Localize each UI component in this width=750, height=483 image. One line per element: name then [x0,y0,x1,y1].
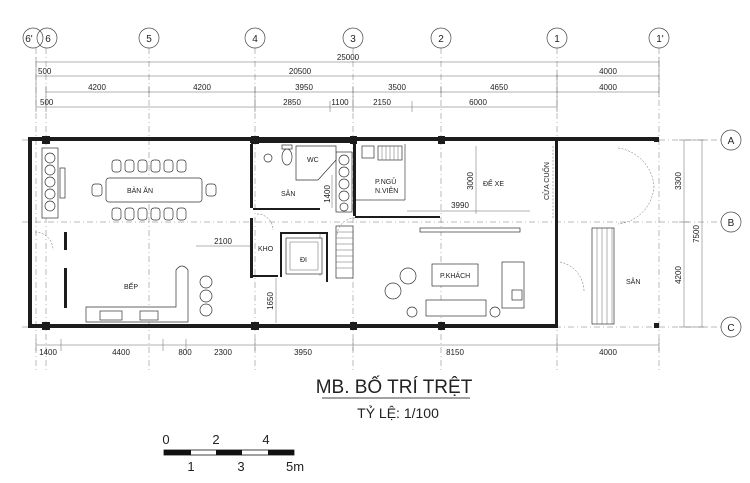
grid-label: 5 [146,34,152,45]
column-grid-bubbles: 6' 6 5 4 3 2 1 1' [22,27,670,49]
room-label-shutter: CỬA CUỐN [541,162,551,200]
dim-label: 1650 [266,292,275,310]
dim-label: 4000 [599,83,617,92]
drawing-scale-label: TỶ LỆ: 1/100 [357,405,439,421]
dim-label: 3300 [674,172,683,190]
dim-label: 4650 [490,83,508,92]
interior-walls [64,141,440,308]
wine-rack-left [41,147,66,219]
grid-label: 1' [656,34,664,45]
scale-tick-label: 1 [187,459,194,474]
grid-label: 6' [25,34,33,45]
row-grid-bubbles: A B C [720,129,742,338]
wine-rack-right [335,151,353,213]
dim-label: 1100 [331,98,349,107]
grid-label: C [727,323,734,334]
dim-label: 8150 [446,348,464,357]
door-swings [34,213,356,251]
wc-fixtures [263,144,337,181]
top-dimensions: 25000 500 20500 4000 4200 4200 3950 3500… [35,53,660,112]
scale-tick-label: 4 [262,432,269,447]
dim-label: 1400 [39,348,57,357]
interior-dimensions: 1400 2100 1850 1650 3000 3990 [196,146,530,323]
dim-label: 500 [38,67,52,76]
dim-label: 2100 [214,237,232,246]
room-label-living: P.KHÁCH [440,271,470,280]
grid-label: 4 [252,34,258,45]
room-label-front-yard: SÂN [626,277,640,286]
kitchen-counter [85,265,213,323]
right-dimensions: 3300 4200 7500 [674,139,707,328]
dim-label: 2150 [373,98,391,107]
dim-label: 3500 [388,83,406,92]
dim-label: 4000 [599,67,617,76]
scale-tick-label: 0 [162,432,169,447]
grid-label: 2 [438,34,444,45]
dim-label: 3000 [466,172,475,190]
living-room-furniture [384,227,525,318]
dim-overall: 25000 [337,53,360,62]
dim-label: 4400 [112,348,130,357]
dim-label: 6000 [469,98,487,107]
room-label-kitchen: BẾP [124,281,138,291]
dim-label: 1400 [323,185,332,203]
dim-label: 3950 [295,83,313,92]
room-label-storage: KHO [258,246,274,253]
dim-label: 2850 [283,98,301,107]
dim-label: 4200 [193,83,211,92]
dim-label: 3950 [294,348,312,357]
dim-label: 500 [40,98,54,107]
dim-label: 3990 [451,201,469,210]
grid-label: 3 [350,34,356,45]
room-label-maid-1: P.NGỦ [375,177,396,186]
room-label-dining: BÀN ĂN [127,186,153,195]
scale-tick-label: 2 [212,432,219,447]
grid-label: A [728,136,735,147]
scale-bar [163,449,295,456]
room-label-stair: ĐI [300,257,307,264]
drawing-title: MB. BỐ TRÍ TRỆT [316,376,473,398]
room-label-parking: ĐỂ XE [483,179,504,188]
grid-label: 6 [45,34,51,45]
dim-label: 4200 [88,83,106,92]
bottom-dimensions: 1400 4400 800 2300 3950 8150 4000 [35,339,660,357]
room-label-wc: WC [307,157,319,164]
dining-table [91,159,217,221]
room-label-maid-2: N.VIÊN [375,186,398,195]
dim-label: 4000 [599,348,617,357]
dim-label: 2300 [214,348,232,357]
scale-tick-label: 3 [237,459,244,474]
exterior-walls [28,136,659,330]
grid-label: B [728,218,735,229]
dim-label: 800 [178,348,192,357]
maid-room-bed [361,145,403,161]
grid-label: 1 [554,34,560,45]
dim-label: 4200 [674,266,683,284]
scale-tick-label: 5m [286,459,304,474]
front-yard-steps [559,147,655,325]
dim-label: 7500 [692,225,701,243]
dim-label: 20500 [289,67,312,76]
room-label-small-yard: SÂN [281,189,295,198]
stair [285,225,354,279]
